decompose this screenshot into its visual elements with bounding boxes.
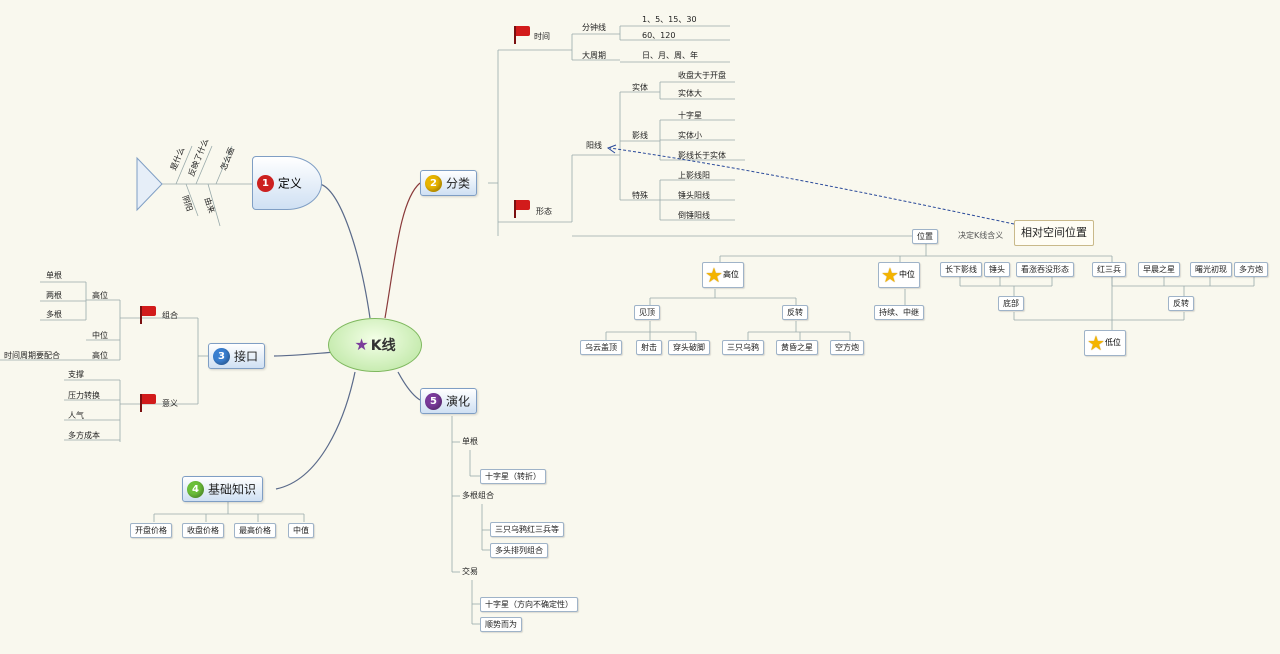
time-sub-3-leaf: 日、月、周、年 bbox=[642, 51, 698, 60]
high-child-1[interactable]: 见顶 bbox=[634, 305, 660, 320]
evolution-item-2: 多根组合 bbox=[462, 491, 494, 500]
evolution-node[interactable]: 5 演化 bbox=[420, 388, 478, 414]
interface-number-badge: 3 bbox=[213, 348, 230, 365]
evolution-label: 演化 bbox=[446, 394, 471, 409]
low-leaf-2[interactable]: 锤头 bbox=[984, 262, 1010, 277]
time-sub-1: 分钟线 bbox=[582, 23, 606, 32]
shape-child-2-leaf-3: 影线长于实体 bbox=[678, 151, 726, 160]
time-sub-2-leaf: 60、120 bbox=[642, 31, 676, 40]
low-group-2[interactable]: 反转 bbox=[1168, 296, 1194, 311]
shape-child-2: 影线 bbox=[632, 131, 648, 140]
evolution-item-1-leaf-1[interactable]: 十字星（转折） bbox=[480, 469, 546, 484]
high-child-1-leaf-1[interactable]: 乌云盖顶 bbox=[580, 340, 622, 355]
high-position-node[interactable]: ★高位 bbox=[702, 262, 744, 288]
interface-label: 接口 bbox=[234, 349, 259, 364]
star-icon: ★ bbox=[881, 263, 899, 287]
high-child-2[interactable]: 反转 bbox=[782, 305, 808, 320]
shape-group: 阳线 bbox=[586, 141, 602, 150]
flag-icon-shape bbox=[512, 200, 530, 218]
shape-child-1-leaf-1: 收盘大于开盘 bbox=[678, 71, 726, 80]
combination-mid-2: 高位 bbox=[92, 351, 108, 360]
low-leaf-7[interactable]: 多方炮 bbox=[1234, 262, 1268, 277]
shape-child-2-leaf-2: 实体小 bbox=[678, 131, 702, 140]
combination-sub-3: 多根 bbox=[46, 310, 62, 319]
low-leaf-1[interactable]: 长下影线 bbox=[940, 262, 982, 277]
middle-position-leaf[interactable]: 持续、中继 bbox=[874, 305, 924, 320]
high-child-2-leaf-2[interactable]: 黄昏之星 bbox=[776, 340, 818, 355]
central-topic[interactable]: ★K线 bbox=[328, 318, 422, 372]
classification-number-badge: 2 bbox=[425, 175, 442, 192]
flag-icon-combination bbox=[138, 306, 156, 324]
classification-node[interactable]: 2 分类 bbox=[420, 170, 478, 196]
basics-number-badge: 4 bbox=[187, 481, 204, 498]
low-leaf-6[interactable]: 曙光初现 bbox=[1190, 262, 1232, 277]
low-position-node[interactable]: ★低位 bbox=[1084, 330, 1126, 356]
combination-mid-1: 中位 bbox=[92, 331, 108, 340]
time-sub-1-leaf: 1、5、15、30 bbox=[642, 15, 697, 24]
position-link-note: 决定K线含义 bbox=[958, 231, 1004, 240]
meaning-sub-2: 压力转换 bbox=[68, 391, 100, 400]
definition-node[interactable]: 1 定义 bbox=[252, 156, 322, 210]
combination-sub-2: 两根 bbox=[46, 291, 62, 300]
fish-tail-shape bbox=[136, 156, 163, 212]
evolution-item-1: 单根 bbox=[462, 437, 478, 446]
evolution-item-2-leaf-2[interactable]: 多头排列组合 bbox=[490, 543, 548, 558]
combination-label: 组合 bbox=[162, 311, 178, 320]
shape-label: 形态 bbox=[536, 207, 552, 216]
star-icon: ★ bbox=[1087, 331, 1105, 355]
meaning-sub-1: 支撑 bbox=[68, 370, 84, 379]
low-group-1[interactable]: 底部 bbox=[998, 296, 1024, 311]
high-child-2-leaf-3[interactable]: 空方炮 bbox=[830, 340, 864, 355]
shape-child-2-leaf-1: 十字星 bbox=[678, 111, 702, 120]
basics-leaf-4[interactable]: 中值 bbox=[288, 523, 314, 538]
central-topic-label: K线 bbox=[370, 338, 396, 354]
meaning-label: 意义 bbox=[162, 399, 178, 408]
meaning-sub-4: 多方成本 bbox=[68, 431, 100, 440]
shape-child-1: 实体 bbox=[632, 83, 648, 92]
shape-child-1-leaf-2: 实体大 bbox=[678, 89, 702, 98]
low-leaf-4[interactable]: 红三兵 bbox=[1092, 262, 1126, 277]
flag-icon-time bbox=[512, 26, 530, 44]
definition-label: 定义 bbox=[277, 176, 302, 191]
high-child-1-leaf-2[interactable]: 射击 bbox=[636, 340, 662, 355]
interface-node[interactable]: 3 接口 bbox=[208, 343, 266, 369]
low-leaf-3[interactable]: 看涨吞没形态 bbox=[1016, 262, 1074, 277]
basics-label: 基础知识 bbox=[208, 482, 257, 497]
basics-leaf-3[interactable]: 最高价格 bbox=[234, 523, 276, 538]
shape-child-3-leaf-1: 上影线阳 bbox=[678, 171, 710, 180]
evolution-item-2-leaf-1[interactable]: 三只乌鸦红三兵等 bbox=[490, 522, 564, 537]
basics-leaf-2[interactable]: 收盘价格 bbox=[182, 523, 224, 538]
evolution-number-badge: 5 bbox=[425, 393, 442, 410]
high-child-1-leaf-3[interactable]: 穿头破脚 bbox=[668, 340, 710, 355]
combination-mid-0: 高位 bbox=[92, 291, 108, 300]
time-label: 时间 bbox=[534, 32, 550, 41]
relative-position-node[interactable]: 相对空间位置 bbox=[1014, 220, 1094, 246]
shape-child-3-leaf-2: 锤头阳线 bbox=[678, 191, 710, 200]
evolution-item-3-leaf-1[interactable]: 十字星（方向不确定性） bbox=[480, 597, 578, 612]
evolution-item-3: 交易 bbox=[462, 567, 478, 576]
basics-leaf-1[interactable]: 开盘价格 bbox=[130, 523, 172, 538]
middle-position-node[interactable]: ★中位 bbox=[878, 262, 920, 288]
basics-node[interactable]: 4 基础知识 bbox=[182, 476, 264, 502]
star-icon: ★ bbox=[354, 335, 369, 354]
combination-mid-leaf: 时间周期要配合 bbox=[4, 351, 60, 360]
position-node[interactable]: 位置 bbox=[912, 229, 938, 244]
shape-child-3: 特殊 bbox=[632, 191, 648, 200]
star-icon: ★ bbox=[705, 263, 723, 287]
low-leaf-5[interactable]: 早晨之星 bbox=[1138, 262, 1180, 277]
meaning-sub-3: 人气 bbox=[68, 411, 84, 420]
flag-icon-meaning bbox=[138, 394, 156, 412]
definition-number-badge: 1 bbox=[257, 175, 274, 192]
combination-sub-1: 单根 bbox=[46, 271, 62, 280]
shape-child-3-leaf-3: 倒锤阳线 bbox=[678, 211, 710, 220]
high-child-2-leaf-1[interactable]: 三只乌鸦 bbox=[722, 340, 764, 355]
classification-label: 分类 bbox=[446, 176, 471, 191]
time-sub-3: 大周期 bbox=[582, 51, 606, 60]
evolution-item-3-leaf-2[interactable]: 顺势而为 bbox=[480, 617, 522, 632]
